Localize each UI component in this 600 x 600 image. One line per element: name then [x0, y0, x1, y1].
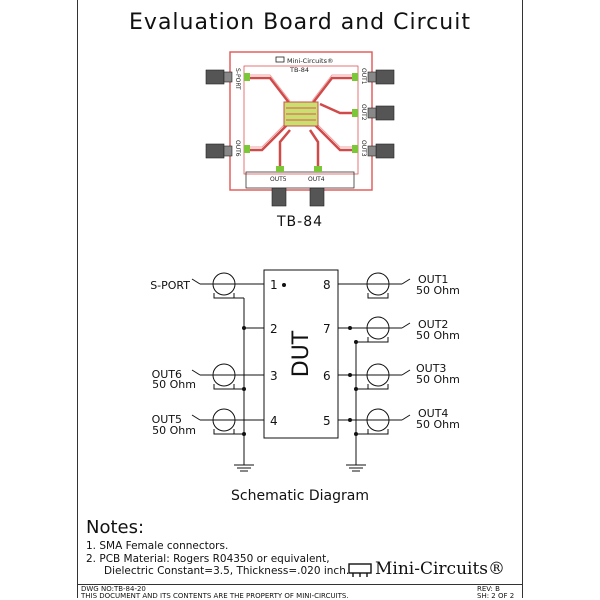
pin-7: 7	[323, 322, 331, 336]
port-label-out4: OUT4	[418, 407, 448, 420]
board-label-out1: OUT1	[360, 68, 367, 85]
board-connector-sport	[205, 69, 233, 85]
note-2-cont: Dielectric Constant=3.5, Thickness=.020 …	[104, 565, 350, 577]
board-connector-out3	[367, 143, 395, 159]
board-label-sport: S-PORT	[234, 68, 241, 90]
brand-name: Mini-Circuits®	[375, 559, 506, 579]
port-ohm-out4: 50 Ohm	[416, 418, 460, 431]
port-ohm-out5: 50 Ohm	[152, 424, 196, 437]
note-1: 1. SMA Female connectors.	[86, 540, 229, 552]
board-inner-outline	[243, 65, 359, 175]
board-label-out4: OUT4	[308, 176, 325, 183]
port-ohm-out3: 50 Ohm	[416, 373, 460, 386]
port-ohm-out2: 50 Ohm	[416, 329, 460, 342]
board-brand: Mini-Circuits®	[287, 57, 334, 65]
board-model: TB-84	[289, 66, 309, 74]
pin-2: 2	[270, 322, 278, 336]
port-label-out5: OUT5	[152, 413, 182, 426]
port-label-out6: OUT6	[152, 368, 182, 381]
port-label-sport: S-PORT	[150, 279, 190, 292]
pin-5: 5	[323, 414, 331, 428]
pin-6: 6	[323, 369, 331, 383]
port-ohm-out1: 50 Ohm	[416, 284, 460, 297]
port-label-out2: OUT2	[418, 318, 448, 331]
footer: DWG NO:TB-84-20 THIS DOCUMENT AND ITS CO…	[77, 584, 523, 600]
board-connector-out5	[271, 187, 287, 207]
rights-statement: THIS DOCUMENT AND ITS CONTENTS ARE THE P…	[81, 592, 349, 600]
page-title: Evaluation Board and Circuit	[129, 10, 471, 35]
board-traces	[244, 76, 358, 172]
board-connector-out6	[205, 143, 233, 159]
board-label-out2: OUT2	[360, 104, 367, 121]
port-ohm-out6: 50 Ohm	[152, 378, 196, 391]
dut-body	[263, 269, 339, 439]
pin1-indicator-dot	[282, 283, 286, 287]
board-label-out3: OUT3	[360, 140, 367, 157]
pin-4: 4	[270, 414, 278, 428]
note-2: 2. PCB Material: Rogers R04350 or equiva…	[86, 553, 330, 565]
schematic-caption: Schematic Diagram	[231, 488, 369, 504]
pin-1: 1	[270, 278, 278, 292]
board-outline	[229, 51, 373, 191]
board-bottom-tab	[245, 171, 355, 189]
page-border-right	[522, 0, 523, 598]
drawing-number: DWG NO:TB-84-20	[81, 585, 146, 593]
page-border-left	[77, 0, 78, 598]
board-connector-out1	[367, 69, 395, 85]
board-label-out6: OUT6	[234, 140, 241, 157]
port-label-out3: OUT3	[416, 362, 446, 375]
dut-label: DUT	[289, 330, 314, 377]
board-logo-icon	[275, 56, 285, 63]
sheet-number: SH: 2 OF 2	[477, 592, 515, 600]
board-label-out5: OUT5	[270, 176, 287, 183]
mini-circuits-logo-icon	[348, 563, 372, 577]
port-label-out1: OUT1	[418, 273, 448, 286]
board-connector-out2	[367, 105, 395, 121]
board-caption: TB-84	[276, 214, 324, 230]
notes-title: Notes:	[86, 517, 145, 538]
revision: REV: B	[477, 585, 500, 593]
pin-3: 3	[270, 369, 278, 383]
board-connector-out4	[309, 187, 325, 207]
pin-8: 8	[323, 278, 331, 292]
